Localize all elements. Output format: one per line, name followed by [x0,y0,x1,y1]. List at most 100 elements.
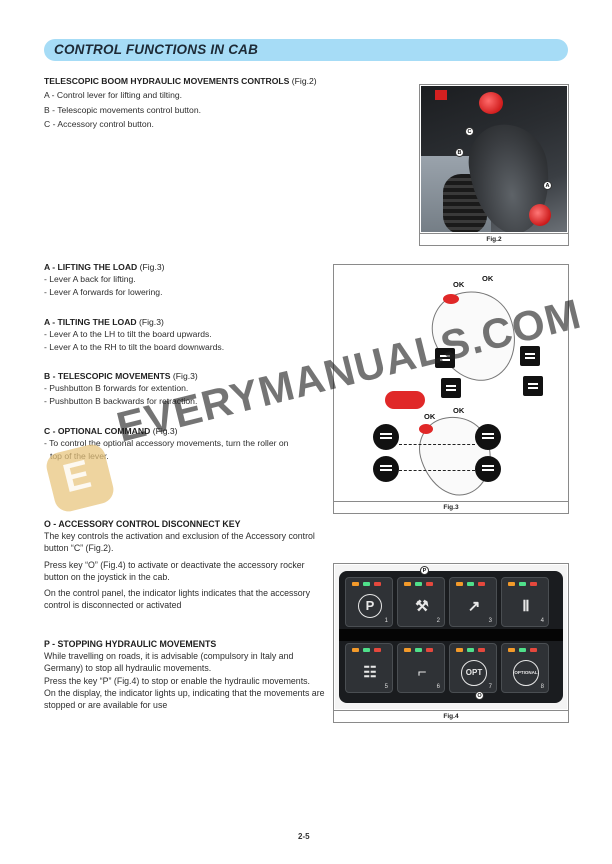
key-number: 5 [384,684,388,690]
key-number: 7 [488,684,492,690]
figure-3-lever-diagram: OK OK OK OK Fig.3 [333,264,569,514]
callout-b: B [455,148,464,157]
ok-label: OK [453,406,465,415]
indicator-leds [352,582,381,586]
accessory-paragraph: Press key “O” (Fig.4) to activate or dea… [44,559,305,582]
heading-text: C - OPTIONAL COMMAND [44,426,151,436]
indicator-leds [404,582,433,586]
boom-leveling-icon: ⌐ [417,664,427,681]
stopping-section: P - STOPPING HYDRAULIC MOVEMENTS While t… [44,638,329,711]
key-steering-mode[interactable]: ↗ 3 [449,577,497,627]
accessory-paragraph: The key controls the activation and excl… [44,531,315,554]
heading-text: A - LIFTING THE LOAD [44,262,138,272]
key-gear[interactable]: Ⅱ 4 [501,577,549,627]
key-parking-brake[interactable]: P 1 [345,577,393,627]
tilting-item: - Lever A to the RH to tilt the board do… [44,341,225,352]
indicator-leds [508,648,537,652]
ok-label: OK [482,274,494,283]
gear-selector-icon: Ⅱ [522,598,530,615]
lifting-item: - Lever A forwards for lowering. [44,286,163,297]
key-optional[interactable]: OPTIONAL 8 [501,643,549,693]
lifting-section: A - LIFTING THE LOAD (Fig.3) - Lever A b… [44,261,324,298]
key-boom-level[interactable]: ⌐ 6 [397,643,445,693]
fig-ref: (Fig.3) [139,317,164,327]
lever-diagram: OK OK OK OK [335,266,567,500]
watermark-logo-letter: E [58,452,96,502]
rabbit-turtle-icon: ↗ [467,598,481,615]
leader-line [399,470,475,471]
divider-strip [339,629,563,641]
lifting-heading: A - LIFTING THE LOAD (Fig.3) [44,261,324,273]
callout-p: P [420,566,429,575]
lift-symbol-icon [435,348,455,368]
stopping-paragraph: While travelling on roads, it is advisab… [44,651,294,674]
keypad-board: P 1 ⚒ 2 ↗ 3 Ⅱ 4 ☷ 5 [339,571,563,703]
boom-item-b: B - Telescopic movements control button. [44,104,201,115]
indicator-leds [404,648,433,652]
leader-line [399,444,475,445]
accessory-key-section: O - ACCESSORY CONTROL DISCONNECT KEY The… [44,518,329,611]
key-number: 1 [384,618,388,624]
key-steering[interactable]: ☷ 5 [345,643,393,693]
key-opt-disconnect[interactable]: OPT 7 [449,643,497,693]
boom-controls-heading: TELESCOPIC BOOM HYDRAULIC MOVEMENTS CONT… [44,75,374,87]
tilt-symbol-icon [520,346,540,366]
red-button-lower [419,424,433,434]
boom-item-a: A - Control lever for lifting and tiltin… [44,90,183,101]
telescopic-item: - Pushbutton B forwards for extention. [44,383,189,394]
indicator-leds [508,582,537,586]
callout-o: O [475,691,484,700]
figure-caption: Fig.4 [334,710,568,722]
telescopic-item: - Pushbutton B backwards for retraction. [44,395,198,406]
indicator-leds [456,648,485,652]
callout-c: C [465,127,474,136]
optional-line: - To control the optional accessory move… [44,438,289,449]
telescopic-section: B - TELESCOPIC MOVEMENTS (Fig.3) - Pushb… [44,370,324,407]
optional-icon: OPTIONAL [513,660,539,686]
lifting-item: - Lever A back for lifting. [44,274,136,285]
roller-left-symbol-icon [373,456,399,482]
tilting-heading: A - TILTING THE LOAD (Fig.3) [44,316,324,328]
parking-brake-icon: P [358,594,382,618]
boom-item-c: C - Accessory control button. [44,119,154,130]
figure-caption: Fig.3 [334,501,568,513]
boom-controls-section: TELESCOPIC BOOM HYDRAULIC MOVEMENTS CONT… [44,75,374,131]
joystick-photo: C B A [421,86,567,232]
joystick-top-button [479,92,503,114]
tilting-item: - Lever A to the LH to tilt the board up… [44,329,212,340]
indicator-leds [352,648,381,652]
tilting-section: A - TILTING THE LOAD (Fig.3) - Lever A t… [44,316,324,353]
heading-text: B - TELESCOPIC MOVEMENTS [44,371,171,381]
stopping-heading: P - STOPPING HYDRAULIC MOVEMENTS [44,639,217,649]
roller-right-symbol-icon [475,456,501,482]
red-switch [435,90,447,100]
heading-text: A - TILTING THE LOAD [44,317,137,327]
fig-ref: (Fig.3) [172,371,198,381]
accessory-heading: O - ACCESSORY CONTROL DISCONNECT KEY [44,519,241,529]
page-title: CONTROL FUNCTIONS IN CAB [54,42,259,57]
opt-disabled-icon: OPT [461,660,487,686]
red-roller-callout [385,391,425,409]
figure-caption: Fig.2 [420,233,568,245]
key-number: 3 [488,618,492,624]
retract-symbol-icon [475,424,501,450]
key-number: 4 [540,618,544,624]
fig-ref: (Fig.2) [291,76,317,86]
key-hydraulic-lock[interactable]: ⚒ 2 [397,577,445,627]
lower-symbol-icon [523,376,543,396]
red-button-upper [443,294,459,304]
accessory-paragraph: On the control panel, the indicator ligh… [44,588,311,611]
extend-symbol-icon [373,424,399,450]
key-number: 6 [436,684,440,690]
figure-4-control-panel: P 1 ⚒ 2 ↗ 3 Ⅱ 4 ☷ 5 [333,563,569,723]
key-number: 8 [540,684,544,690]
control-panel-photo: P 1 ⚒ 2 ↗ 3 Ⅱ 4 ☷ 5 [335,565,567,709]
fig-ref: (Fig.3) [152,426,178,436]
red-knob [529,204,551,226]
key-number: 2 [436,618,440,624]
tilt-up-symbol-icon [441,378,461,398]
hydraulic-lock-icon: ⚒ [415,598,429,615]
fig-ref: (Fig.3) [139,262,165,272]
callout-a: A [543,181,552,190]
indicator-leds [456,582,485,586]
